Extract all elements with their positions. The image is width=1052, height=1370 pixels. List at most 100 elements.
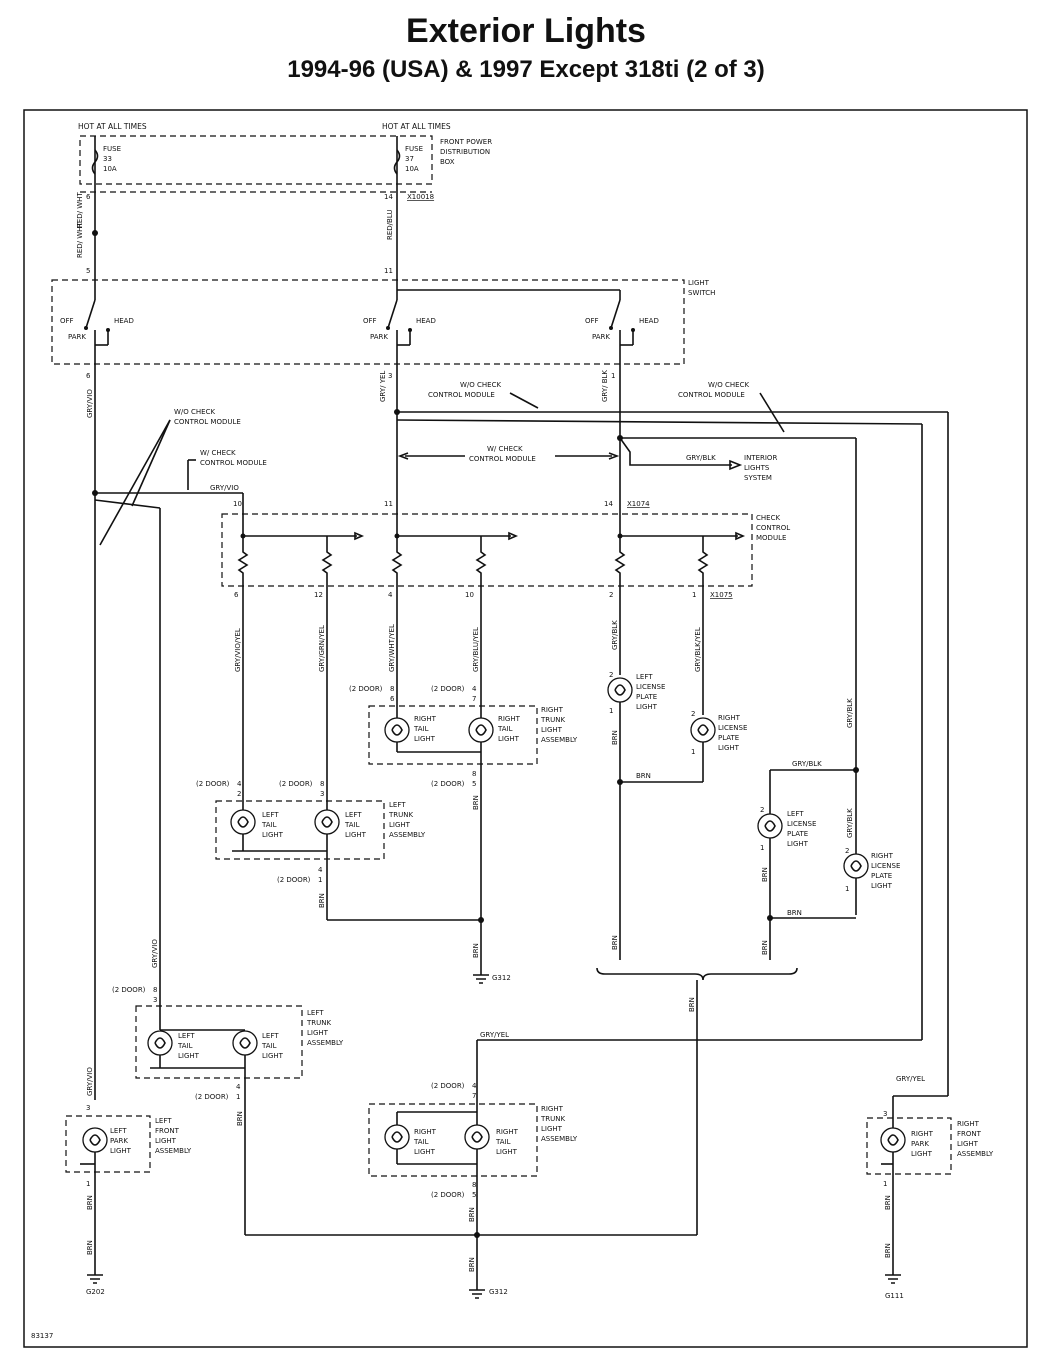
power-box-l2: DISTRIBUTION <box>440 148 490 156</box>
lt4-l3: LIGHT <box>262 1052 284 1060</box>
pin-8a: 8 <box>390 685 394 693</box>
lt2-l1: LEFT <box>345 811 362 819</box>
wo-check-2-l2: CONTROL MODULE <box>678 391 745 399</box>
pin-2b: 2 <box>237 790 241 798</box>
rt3-l3: LIGHT <box>414 1148 436 1156</box>
wire-red-wht-a: RED/ WHT <box>76 192 84 228</box>
rl2-l4: LIGHT <box>871 882 893 890</box>
pin-3e: 3 <box>883 1110 887 1118</box>
lta2-l4: ASSEMBLY <box>307 1039 344 1047</box>
light-switch-outline <box>51 279 685 365</box>
left-trunk-assembly-1 <box>215 800 385 860</box>
ll2-l2: LICENSE <box>787 820 816 828</box>
pin-2a: 2 <box>609 591 613 599</box>
rt2-l3: LIGHT <box>498 735 520 743</box>
wire-gry-grn-yel: GRY/GRN/YEL <box>318 625 326 672</box>
wire-brn-b: BRN <box>318 893 326 908</box>
lp-l2: PARK <box>110 1137 128 1145</box>
pin-3b: 3 <box>320 790 324 798</box>
rta1-l3: LIGHT <box>541 726 563 734</box>
rt1-l2: TAIL <box>413 725 429 733</box>
wire-gry-yel-b: GRY/YEL <box>480 1031 509 1039</box>
fuse-37-icon <box>393 149 401 175</box>
fuse-33-l3: 10A <box>103 165 117 173</box>
pin-4b: 4 <box>472 685 477 693</box>
lt3-l3: LIGHT <box>178 1052 200 1060</box>
pin-8b: 8 <box>472 770 476 778</box>
rt4-l2: TAIL <box>495 1138 511 1146</box>
rp-l2: PARK <box>911 1140 929 1148</box>
wire-brn-c: BRN <box>472 943 480 958</box>
wire-brn-p: BRN <box>884 1195 892 1210</box>
rl2-l2: LICENSE <box>871 862 900 870</box>
pin-5c: 5 <box>472 1191 476 1199</box>
pin-11a: 11 <box>384 267 393 275</box>
sw1-park: PARK <box>68 333 86 341</box>
brace <box>596 967 798 981</box>
lta1-l2: TRUNK <box>388 811 413 819</box>
wire-brn-o: BRN <box>86 1240 94 1255</box>
two-door-c: (2 DOOR) <box>431 780 465 788</box>
wire-gry-blk-b: GRY/BLK <box>611 620 619 650</box>
lfa-l1: LEFT <box>155 1117 172 1125</box>
right-tail-bulb-2 <box>468 717 494 743</box>
ground-icon-g312-a <box>473 974 489 984</box>
sw1-head: HEAD <box>114 317 134 325</box>
w-check-2-l1: W/ CHECK <box>200 449 236 457</box>
wire-gry-yel-a: GRY/ YEL <box>379 371 387 402</box>
two-door-e: (2 DOOR) <box>279 780 313 788</box>
switch-blade-3 <box>610 299 621 329</box>
pin-8c: 8 <box>320 780 324 788</box>
wire-brn-e: BRN <box>636 772 651 780</box>
pin-6d: 6 <box>390 695 395 703</box>
wo-check-1-l2: CONTROL MODULE <box>428 391 495 399</box>
wire-brn-i: BRN <box>761 940 769 955</box>
ground-g312-b: G312 <box>489 1288 508 1296</box>
lt2-l2: TAIL <box>344 821 360 829</box>
rt1-l3: LIGHT <box>414 735 436 743</box>
left-tail-bulb-4 <box>232 1030 258 1056</box>
rfa-l4: ASSEMBLY <box>957 1150 994 1158</box>
interior-l3: SYSTEM <box>744 474 772 482</box>
wire-brn-k: BRN <box>236 1111 244 1126</box>
check-module-l3: MODULE <box>756 534 786 542</box>
wire-gry-vio-a: GRY/VIO <box>86 389 94 418</box>
sw2-head: HEAD <box>416 317 436 325</box>
pin-7a: 7 <box>472 695 476 703</box>
rl1-l2: LICENSE <box>718 724 747 732</box>
fuse-37-l1: FUSE <box>405 145 423 153</box>
interior-l2: LIGHTS <box>744 464 770 472</box>
right-trunk-assembly-2 <box>368 1103 538 1177</box>
left-license-bulb <box>607 677 633 703</box>
w-check-2-l2: CONTROL MODULE <box>200 459 267 467</box>
resistor-1 <box>237 536 249 600</box>
two-door-a: (2 DOOR) <box>349 685 383 693</box>
right-tail-bulb-4 <box>464 1124 490 1150</box>
sw3-park: PARK <box>592 333 610 341</box>
ground-icon-g312-b <box>469 1289 485 1299</box>
pin-8d: 8 <box>153 986 157 994</box>
lt4-l1: LEFT <box>262 1032 279 1040</box>
ll2-l1: LEFT <box>787 810 804 818</box>
left-tail-bulb-2 <box>314 809 340 835</box>
pin-1h: 1 <box>236 1093 240 1101</box>
pin-10a: 10 <box>233 500 242 508</box>
pin-2d: 2 <box>691 710 695 718</box>
sw3-head: HEAD <box>639 317 659 325</box>
wire-gry-blk-c: GRY/BLK <box>846 698 854 728</box>
lt2-l3: LIGHT <box>345 831 367 839</box>
pin-1i: 1 <box>86 1180 90 1188</box>
resistor-2 <box>321 536 333 600</box>
ll-l2: LICENSE <box>636 683 665 691</box>
pin-1b: 1 <box>692 591 696 599</box>
resistor-3 <box>391 536 403 600</box>
fuse-33-l2: 33 <box>103 155 112 163</box>
right-license-bulb-2 <box>843 853 869 879</box>
lp-l3: LIGHT <box>110 1147 132 1155</box>
wire-brn-h: BRN <box>787 909 802 917</box>
wire-brn-l: BRN <box>468 1207 476 1222</box>
rl1-l4: LIGHT <box>718 744 740 752</box>
hot-label-left: HOT AT ALL TIMES <box>78 122 147 131</box>
fuse-33-l1: FUSE <box>103 145 121 153</box>
pin-4c: 4 <box>237 780 242 788</box>
